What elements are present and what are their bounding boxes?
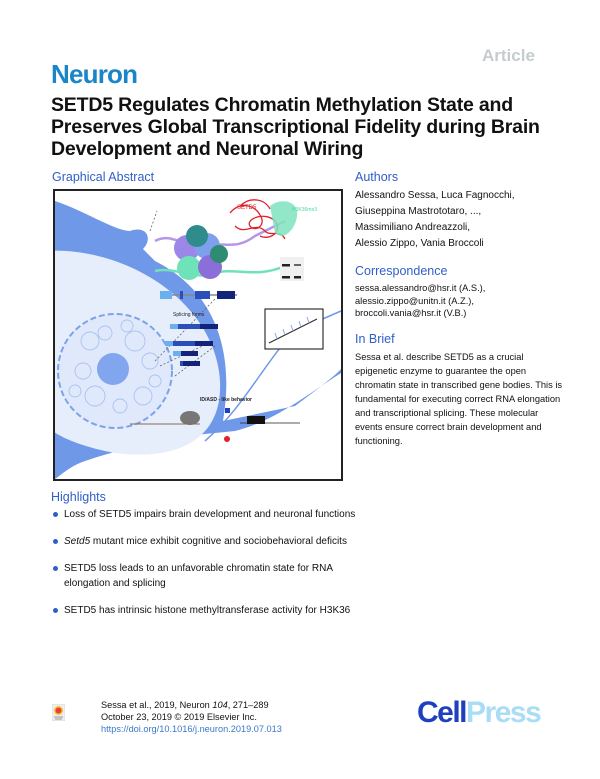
bullet-icon (53, 566, 58, 571)
author-line: Massimiliano Andreazzoli, (355, 222, 471, 233)
graphical-abstract-figure: Splicing forms ID/ASD - like behavior SE… (53, 189, 343, 481)
citation-line: Sessa et al., 2019, Neuron 104, 271–289 (101, 700, 269, 710)
citation-block: Sessa et al., 2019, Neuron 104, 271–289 … (101, 699, 282, 735)
highlights-list: Loss of SETD5 impairs brain development … (51, 507, 371, 618)
highlight-item: Loss of SETD5 impairs brain development … (51, 507, 371, 522)
highlight-text: SETD5 loss leads to an unfavorable chrom… (64, 563, 333, 589)
highlights-heading: Highlights (51, 490, 106, 504)
highlight-item: Setd5 mutant mice exhibit cognitive and … (51, 534, 371, 549)
graphical-abstract-illustration: Splicing forms ID/ASD - like behavior SE… (55, 199, 341, 479)
h3k36me3-label: H3K36me3 (292, 207, 317, 213)
date-copyright-line: October 23, 2019 © 2019 Elsevier Inc. (101, 712, 257, 722)
highlight-text: mutant mice exhibit cognitive and sociob… (90, 536, 347, 547)
author-line: Alessio Zippo, Vania Broccoli (355, 238, 484, 249)
highlight-item: SETD5 loss leads to an unfavorable chrom… (51, 561, 371, 591)
splicing-forms-label: Splicing forms (173, 312, 205, 318)
cellpress-logo: CellPress (417, 696, 542, 729)
author-line: Alessandro Sessa, Luca Fagnocchi, (355, 190, 515, 201)
highlight-item: SETD5 has intrinsic histone methyltransf… (51, 603, 371, 618)
bullet-icon (53, 539, 58, 544)
bullet-icon (53, 512, 58, 517)
in-brief-text: Sessa et al. describe SETD5 as a crucial… (355, 351, 563, 446)
doi-link[interactable]: https://doi.org/10.1016/j.neuron.2019.07… (101, 724, 282, 734)
graphical-abstract-heading: Graphical Abstract (52, 170, 155, 184)
setd5-label: SETD5 (237, 205, 257, 211)
bullet-icon (53, 608, 58, 613)
email-link[interactable]: broccoli.vania@hsr.it (V.B.) (355, 308, 467, 319)
right-column: Authors Alessandro Sessa, Luca Fagnocchi… (355, 170, 565, 448)
in-brief-heading: In Brief (355, 331, 395, 346)
check-for-updates-icon[interactable] (51, 703, 66, 722)
journal-name: Neuron (51, 59, 138, 89)
authors-heading: Authors (355, 170, 399, 184)
highlight-text: Loss of SETD5 impairs brain development … (64, 509, 356, 520)
correspondence-list: sessa.alessandro@hsr.it (A.S.), alessio.… (355, 282, 565, 320)
email-link[interactable]: alessio.zippo@unitn.it (A.Z.), (355, 295, 474, 306)
behavior-label: ID/ASD - like behavior (200, 397, 252, 403)
article-type-label: Article (482, 46, 535, 65)
author-line: Giuseppina Mastrototaro, ..., (355, 206, 482, 217)
paper-title: SETD5 Regulates Chromatin Methylation St… (51, 94, 540, 160)
email-link[interactable]: sessa.alessandro@hsr.it (A.S.), (355, 283, 486, 293)
authors-list: Alessandro Sessa, Luca Fagnocchi, Giusep… (355, 188, 565, 252)
highlight-text: SETD5 has intrinsic histone methyltransf… (64, 605, 351, 616)
volume-number: 104 (212, 700, 228, 710)
highlight-gene-name: Setd5 (64, 536, 91, 547)
highlights-section: Highlights Loss of SETD5 impairs brain d… (51, 490, 371, 630)
correspondence-heading: Correspondence (355, 264, 448, 278)
